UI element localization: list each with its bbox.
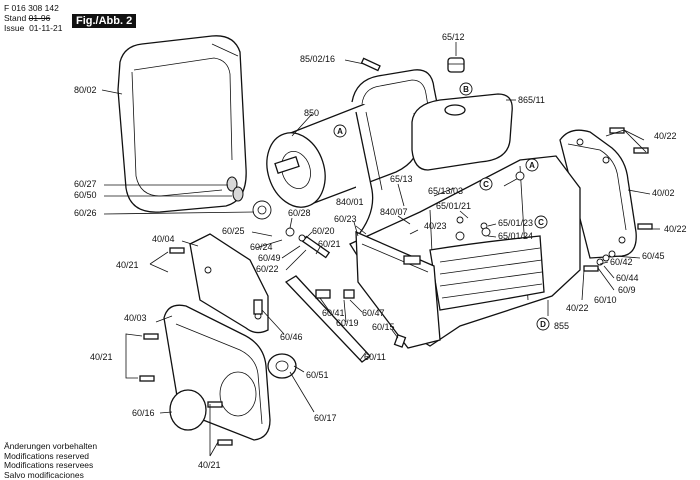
svg-text:A: A (529, 161, 535, 170)
ref-callout-a2: A (525, 158, 539, 172)
part-60-17-ring (267, 353, 297, 379)
label-60-28: 60/28 (288, 208, 311, 218)
label-65-01-23: 65/01/23 (498, 218, 533, 228)
part-80-02-cover (117, 35, 247, 213)
issue-row: Issue 01-11-21 (4, 23, 62, 33)
footer-line-es: Salvo modificaciones (4, 469, 84, 480)
label-40-21-bottom: 40/21 (198, 460, 221, 470)
svg-text:C: C (483, 180, 489, 189)
ref-callout-a1: A (333, 124, 347, 138)
label-60-41: 60/41 (322, 308, 345, 318)
label-60-51: 60/51 (306, 370, 329, 380)
label-60-23-top: 60/23 (334, 214, 357, 224)
label-60-21: 60/21 (318, 239, 341, 249)
part-number: F 016 308 142 (4, 3, 59, 13)
label-60-45: 60/45 (642, 251, 665, 261)
label-40-03: 40/03 (124, 313, 147, 323)
label-865-11: 865/11 (518, 95, 545, 105)
label-60-27: 60/27 (74, 179, 97, 189)
label-65-01-21: 65/01/21 (436, 201, 471, 211)
label-60-22: 60/22 (256, 264, 279, 274)
issue-label: Issue (4, 23, 25, 33)
label-60-46: 60/46 (280, 332, 303, 342)
label-40-02: 40/02 (652, 188, 675, 198)
ref-callout-c2: C (534, 215, 548, 229)
label-60-17: 60/17 (314, 413, 337, 423)
label-40-23: 40/23 (424, 221, 447, 231)
label-60-42: 60/42 (610, 257, 633, 267)
footer-notes: Änderungen vorbehalten Modifications res… (4, 441, 98, 480)
label-65-01-24: 65/01/24 (498, 231, 533, 241)
label-40-22-right: 40/22 (664, 224, 687, 234)
label-840-07: 840/07 (380, 207, 408, 217)
label-65-12: 65/12 (442, 32, 465, 42)
small-parts (139, 57, 653, 446)
label-60-26: 60/26 (74, 208, 97, 218)
label-840-01: 840/01 (336, 197, 364, 207)
label-40-04: 40/04 (152, 234, 175, 244)
label-60-47: 60/47 (362, 308, 385, 318)
ref-callout-b: B (459, 82, 473, 96)
footer-line-de: Änderungen vorbehalten (4, 441, 98, 451)
label-65-13: 65/13 (390, 174, 413, 184)
ref-callout-d: D (536, 317, 550, 331)
label-60-49: 60/49 (258, 253, 281, 263)
svg-text:B: B (463, 85, 469, 94)
label-65-13-03: 65/13/03 (428, 186, 463, 196)
label-60-25: 60/25 (222, 226, 245, 236)
label-40-21-mid: 40/21 (90, 352, 113, 362)
label-60-44: 60/44 (616, 273, 639, 283)
figure-badge: Fig./Abb. 2 (72, 14, 137, 28)
stand-date-old: 01-96 (28, 13, 51, 23)
label-80-02: 80/02 (74, 85, 97, 95)
label-60-20: 60/20 (312, 226, 335, 236)
label-850: 850 (304, 108, 319, 118)
label-40-22-low: 40/22 (566, 303, 589, 313)
svg-text:D: D (540, 320, 546, 329)
part-60-16-disk (169, 389, 207, 431)
issue-date: 01-11-21 (29, 23, 63, 33)
label-60-19: 60/19 (336, 318, 359, 328)
footer-line-en: Modifications reserved (4, 450, 90, 461)
label-85-02-16: 85/02/16 (300, 54, 335, 64)
label-60-15: 60/15 (372, 322, 395, 332)
stand-row: Stand 01-96 (4, 13, 62, 23)
part-labels: 80/02 60/27 60/50 60/26 850 85/02/16 65/… (74, 32, 687, 470)
leader-lines (101, 42, 660, 457)
label-60-10: 60/10 (594, 295, 617, 305)
label-60-11: 60/11 (364, 352, 386, 362)
label-60-24: 60/24 (250, 242, 273, 252)
ref-callout-c1: C (479, 177, 493, 191)
label-855: 855 (554, 321, 569, 331)
svg-text:A: A (337, 127, 343, 136)
stand-label: Stand (4, 13, 27, 23)
part-60-11-bar (284, 275, 371, 363)
label-60-9: 60/9 (618, 285, 636, 295)
footer-line-fr: Modifications reservees (4, 460, 94, 470)
part-handle-frame (351, 69, 441, 239)
label-60-16: 60/16 (132, 408, 155, 418)
label-40-22-top: 40/22 (654, 131, 677, 141)
part-865-11-tank (411, 57, 513, 171)
part-40-04-panel (189, 233, 269, 334)
part-40-02-side-plate (559, 129, 637, 259)
label-60-50: 60/50 (74, 190, 97, 200)
header-block: F 016 308 142 Stand 01-96 Issue 01-11-21 (4, 3, 62, 33)
svg-text:C: C (538, 218, 544, 227)
label-40-21-upper: 40/21 (116, 260, 139, 270)
